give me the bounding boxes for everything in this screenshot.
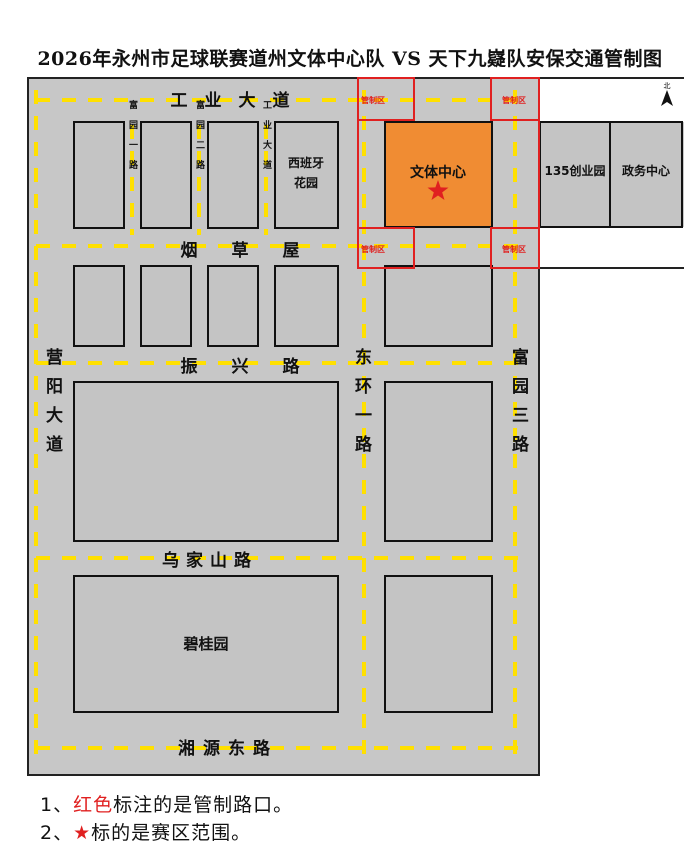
legend-line-1-rest: 标注的是管制路口。 [113,794,294,816]
block [140,121,192,229]
road-label-fuyuan-erlu: 富园二路 [194,99,205,180]
place-label-biguiyuan: 碧桂园 [182,635,228,653]
road-label-fuyuan-sanlu: 富园三路 [508,347,529,464]
block [207,265,259,347]
road-label-donghuan-yilu: 东环一路 [351,347,372,464]
place-label-chuangye-yuan: 135创业园 [544,163,605,178]
place-label-xibanya-line1: 西班牙 [288,155,324,170]
road-label-yancao-wu: 烟 草 屋 [181,240,300,261]
road-label-yingyang-dadao: 营阳大道 [42,347,63,464]
block [140,265,192,347]
block [274,265,339,347]
block [73,381,339,542]
legend-line-2-prefix: 2、 [40,822,74,844]
control-zone-label: 管制区 [502,95,526,105]
block [384,265,493,347]
road-label-wujiashan-lu: 乌家山路 [162,550,258,571]
block [207,121,259,229]
road-label-zhenxing-lu: 振 兴 路 [181,356,301,377]
place-label-zhengwu-zhongxin: 政务中心 [622,163,670,178]
control-zone-label: 管制区 [361,244,385,254]
road-label-gongye-dadao-vertical: 工业大道 [261,100,272,180]
control-zone-label: 管制区 [361,95,385,105]
legend-line-2: 2、★标的是赛区范围。 [40,818,251,845]
block-biguiyuan [73,575,339,713]
north-label: 北 [664,82,671,90]
block-xibanya-huayuan [274,121,339,229]
road-label-fuyuan-yilu: 富园一路 [127,99,138,180]
block [384,575,493,713]
legend-line-1: 1、红色标注的是管制路口。 [40,790,293,817]
block-zhengwu-zhongxin [609,121,683,228]
block [73,265,125,347]
block [384,381,493,542]
venue-wenti-zhongxin [384,121,493,228]
north-arrow-icon: 北 [661,82,673,106]
block-chuangye-yuan [539,121,611,228]
block [73,121,125,229]
venue-star-icon [427,180,449,200]
legend-line-2-rest: 标的是赛区范围。 [91,822,252,844]
map-title: 2026年永州市足球联赛道州文体中心队 VS 天下九嶷队安保交通管制图 [37,48,663,70]
legend-star-icon: ★ [73,822,92,844]
control-zone-label: 管制区 [502,244,526,254]
place-label-xibanya-line2: 花园 [294,175,318,190]
legend-line-1-prefix: 1、 [40,794,74,816]
road-label-xiangyuan-donglu: 湘源东路 [178,738,278,759]
legend-line-1-highlight: 红色 [73,794,114,816]
road-label-gongye-dadao: 工 业 大 道 [171,90,290,111]
place-label-wenti-zhongxin: 文体中心 [410,164,466,181]
